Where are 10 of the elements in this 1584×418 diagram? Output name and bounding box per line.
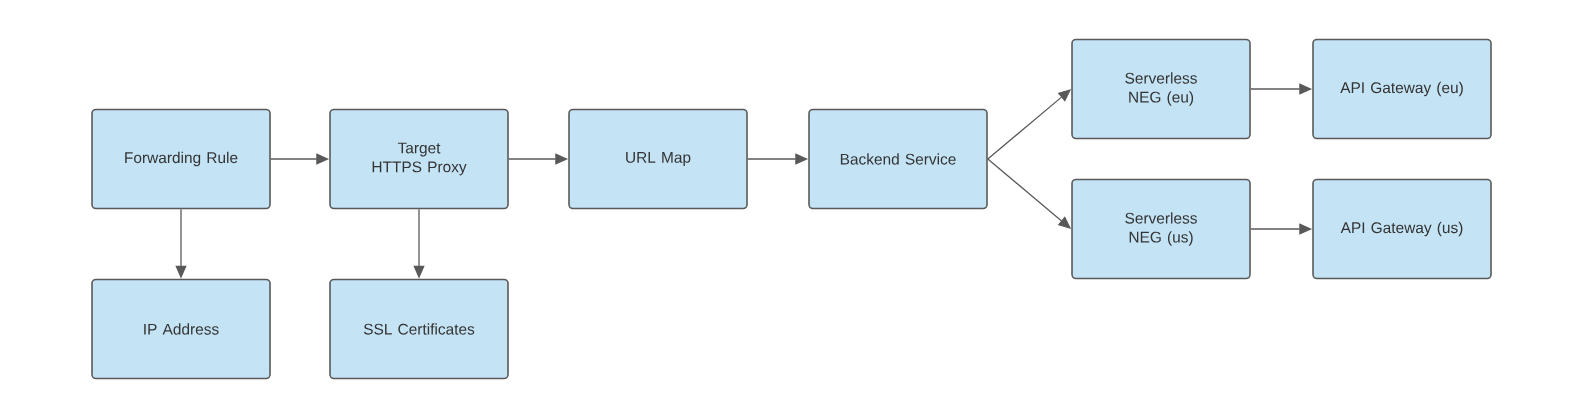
process-box: Serverless NEG (eu) [1071,38,1251,140]
process-box: SSL Certificates [329,278,509,380]
process-box: API Gateway (eu) [1312,38,1492,140]
process-box: IP Address [91,278,271,380]
process-box: Serverless NEG (us) [1071,178,1251,280]
process-box: URL Map [568,108,748,210]
process-box: Target HTTPS Proxy [329,108,509,210]
process-box: Backend Service [808,108,988,210]
process-box: API Gateway (us) [1312,178,1492,280]
process-box: Forwarding Rule [91,108,271,210]
